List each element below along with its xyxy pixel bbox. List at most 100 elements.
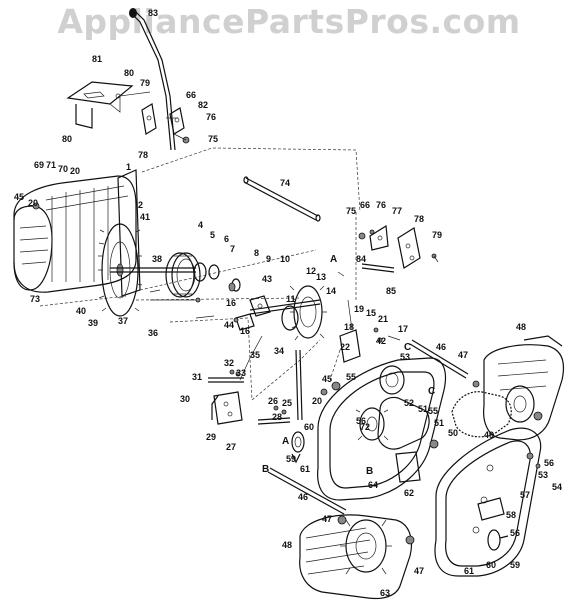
callout-2: 2 <box>138 200 143 210</box>
callout-4: 4 <box>198 220 203 230</box>
callout-60: 60 <box>304 422 314 432</box>
callout-32: 32 <box>224 358 234 368</box>
callout-10: 10 <box>280 254 290 264</box>
linkage-assembly <box>208 335 263 425</box>
callout-76: 76 <box>206 112 216 122</box>
callout-85: 85 <box>386 286 396 296</box>
callout-63: 63 <box>380 588 390 598</box>
callout-B1: B <box>262 464 269 475</box>
callout-22: 22 <box>340 342 350 352</box>
callout-7: 7 <box>230 244 235 254</box>
callout-42: 42 <box>376 336 386 346</box>
callout-15: 15 <box>366 308 376 318</box>
callout-21: 21 <box>378 314 388 324</box>
callout-8: 8 <box>254 248 259 258</box>
pulley-icon <box>165 252 241 298</box>
callout-55b: 55 <box>428 406 438 416</box>
callout-49: 49 <box>484 430 494 440</box>
callout-C1: C <box>404 342 411 353</box>
shaft-37 <box>110 267 196 273</box>
callout-37: 37 <box>118 316 128 326</box>
callout-83: 83 <box>148 8 158 18</box>
callout-53b: 53 <box>538 470 548 480</box>
callout-34: 34 <box>274 346 284 356</box>
callout-59: 59 <box>286 454 296 464</box>
lower-tine-hood <box>299 514 415 600</box>
callout-47: 47 <box>458 350 468 360</box>
callout-58: 58 <box>506 510 516 520</box>
callout-18: 18 <box>344 322 354 332</box>
lower-right-plate <box>434 427 542 577</box>
callout-70: 70 <box>58 164 68 174</box>
callout-66b: 66 <box>360 200 370 210</box>
callout-79: 79 <box>140 78 150 88</box>
callout-84: 84 <box>356 254 366 264</box>
callout-48b: 48 <box>282 540 292 550</box>
callout-38: 38 <box>152 254 162 264</box>
callout-45: 45 <box>14 192 24 202</box>
callout-78: 78 <box>138 150 148 160</box>
callout-72: 72 <box>360 422 370 432</box>
callout-16: 16 <box>226 298 236 308</box>
chain-icon <box>451 391 512 438</box>
callout-74: 74 <box>280 178 290 188</box>
callout-35: 35 <box>250 350 260 360</box>
callout-20c: 20 <box>312 396 322 406</box>
sprocket-icon <box>97 223 143 317</box>
callout-79b: 79 <box>432 230 442 240</box>
axle-74 <box>243 176 321 222</box>
callout-A1: A <box>330 254 337 265</box>
shaft-46-upper <box>409 339 469 379</box>
callout-60b: 60 <box>486 560 496 570</box>
callout-53: 53 <box>400 352 410 362</box>
callout-46b: 46 <box>298 492 308 502</box>
callout-1: 1 <box>126 162 131 172</box>
callout-54: 54 <box>552 482 562 492</box>
callout-77: 77 <box>392 206 402 216</box>
callout-80: 80 <box>124 68 134 78</box>
callout-43: 43 <box>262 274 272 284</box>
callout-45b: 45 <box>322 374 332 384</box>
callout-36: 36 <box>148 328 158 338</box>
right-mid-parts <box>339 299 401 363</box>
callout-75b: 75 <box>346 206 356 216</box>
callout-30: 30 <box>180 394 190 404</box>
callout-66: 66 <box>186 90 196 100</box>
callout-56: 56 <box>356 416 366 426</box>
callout-48: 48 <box>516 322 526 332</box>
callout-39: 39 <box>88 318 98 328</box>
callout-78b: 78 <box>414 214 424 224</box>
callout-27: 27 <box>226 442 236 452</box>
callout-17: 17 <box>398 324 408 334</box>
callout-80b: 80 <box>62 134 72 144</box>
callout-51: 51 <box>434 418 444 428</box>
callout-26: 26 <box>268 396 278 406</box>
callout-71: 71 <box>46 160 56 170</box>
center-shaft-items <box>257 405 305 464</box>
callout-14: 14 <box>326 286 336 296</box>
callout-82: 82 <box>198 100 208 110</box>
callout-64: 64 <box>368 480 378 490</box>
center-sprocket <box>249 285 327 341</box>
callout-81: 81 <box>92 54 102 64</box>
callout-19: 19 <box>354 304 364 314</box>
callout-73: 73 <box>30 294 40 304</box>
shaft-46-lower <box>267 467 347 515</box>
callout-47b: 47 <box>322 514 332 524</box>
callout-labels: 83 81 80 79 66 82 76 75 80 78 69 71 70 2… <box>14 8 562 598</box>
callout-6: 6 <box>224 234 229 244</box>
callout-A2: A <box>282 436 289 447</box>
right-tine-hood-upper <box>472 335 565 441</box>
callout-C2: C <box>428 386 435 397</box>
callout-51b: 51 <box>418 404 428 414</box>
small-hardware <box>149 282 271 331</box>
callout-56b: 56 <box>510 528 520 538</box>
callout-46: 46 <box>436 342 446 352</box>
right-bracket <box>337 224 439 277</box>
left-side-panel <box>39 169 141 307</box>
callout-55: 55 <box>346 372 356 382</box>
callout-69: 69 <box>34 160 44 170</box>
callout-25: 25 <box>282 398 292 408</box>
callout-62: 62 <box>404 488 414 498</box>
callout-44: 44 <box>224 320 234 330</box>
